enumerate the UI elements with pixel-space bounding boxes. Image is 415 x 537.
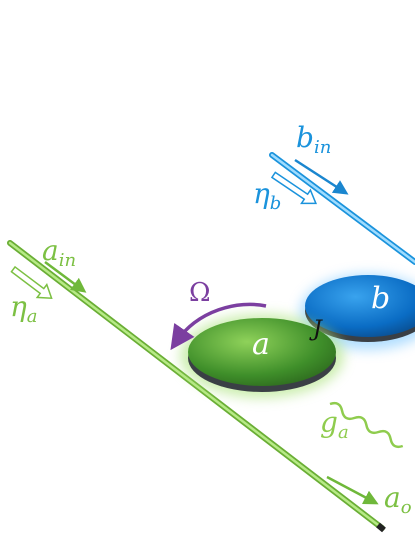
resonator-b <box>300 274 415 350</box>
waveguide-b <box>269 152 415 265</box>
a-in-arrow <box>44 260 87 293</box>
eta-b-hollow-arrow <box>270 171 318 205</box>
label-b: b <box>371 281 390 316</box>
gain-wave <box>329 401 404 449</box>
resonator-a <box>180 314 344 398</box>
label-eta-a: ηa <box>10 290 38 327</box>
eta-a-hollow-arrow <box>10 265 53 300</box>
label-a-in: ain <box>42 234 76 271</box>
label-eta-b: ηb <box>253 177 281 214</box>
label-b-in: bin <box>296 121 331 158</box>
a-out-arrow <box>326 475 379 505</box>
rotation-arrow <box>170 302 267 351</box>
label-j: J <box>309 317 323 342</box>
label-a-out: ao <box>384 481 412 518</box>
label-g-a: ga <box>320 406 349 443</box>
b-in-arrow <box>294 158 349 195</box>
label-omega: Ω <box>189 278 211 308</box>
label-a: a <box>252 327 270 362</box>
